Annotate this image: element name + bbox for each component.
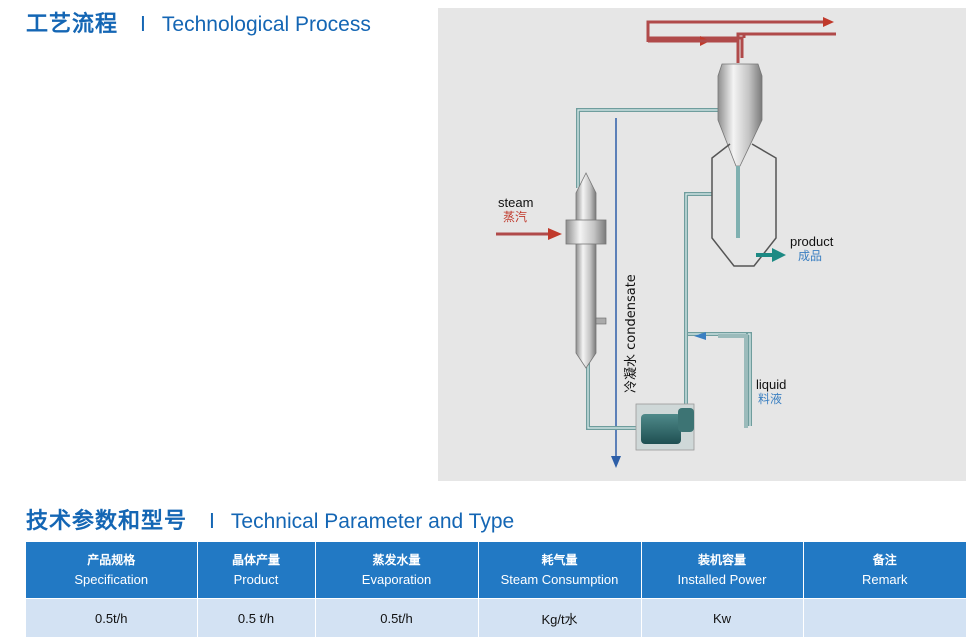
parameter-section-title: 技术参数和型号 I Technical Parameter and Type xyxy=(26,503,514,535)
vapor-outlet-arrow xyxy=(823,17,834,27)
product-outlet-arrow xyxy=(756,248,786,262)
vapor-outlet-pipe xyxy=(646,20,836,63)
process-flow-diagram: steam 蒸汽 冷凝水 condensate product 成品 liqui… xyxy=(438,8,966,481)
cell-remark xyxy=(802,598,966,637)
cell-specification: 0.5t/h xyxy=(26,598,197,637)
condensate-pipe xyxy=(611,118,621,468)
steam-label-en: steam xyxy=(498,195,533,210)
liquid-label-cn: 料液 xyxy=(758,391,782,406)
condensate-label: 冷凝水 condensate xyxy=(623,274,639,393)
table-row: 0.5t/h 0.5 t/h 0.5t/h Kg/t水 Kw xyxy=(26,598,966,637)
process-title-cn: 工艺流程 xyxy=(26,12,119,37)
steam-inlet-arrow xyxy=(496,228,562,240)
steam-label-cn: 蒸汽 xyxy=(503,209,527,224)
cell-installed-power: Kw xyxy=(640,598,803,637)
process-section-title: 工艺流程 I Technological Process xyxy=(26,6,371,38)
cell-steam-consumption: Kg/t水 xyxy=(477,598,641,637)
title-separator: I xyxy=(209,509,215,533)
process-title-en: Technological Process xyxy=(161,13,371,36)
separator-vessel xyxy=(711,63,777,267)
liquid-arrow-head xyxy=(694,332,706,340)
cell-evaporation: 0.5t/h xyxy=(314,598,478,637)
circulation-pipes xyxy=(576,108,752,430)
circulation-pump xyxy=(635,403,695,451)
parameter-title-cn: 技术参数和型号 xyxy=(26,509,188,534)
liquid-label-en: liquid xyxy=(756,377,786,392)
parameter-title-en: Technical Parameter and Type xyxy=(230,510,515,533)
title-separator: I xyxy=(140,12,146,36)
cell-product: 0.5 t/h xyxy=(196,598,315,637)
heater-column xyxy=(565,172,607,369)
product-label-en: product xyxy=(790,234,834,249)
product-label-cn: 成品 xyxy=(798,249,822,263)
